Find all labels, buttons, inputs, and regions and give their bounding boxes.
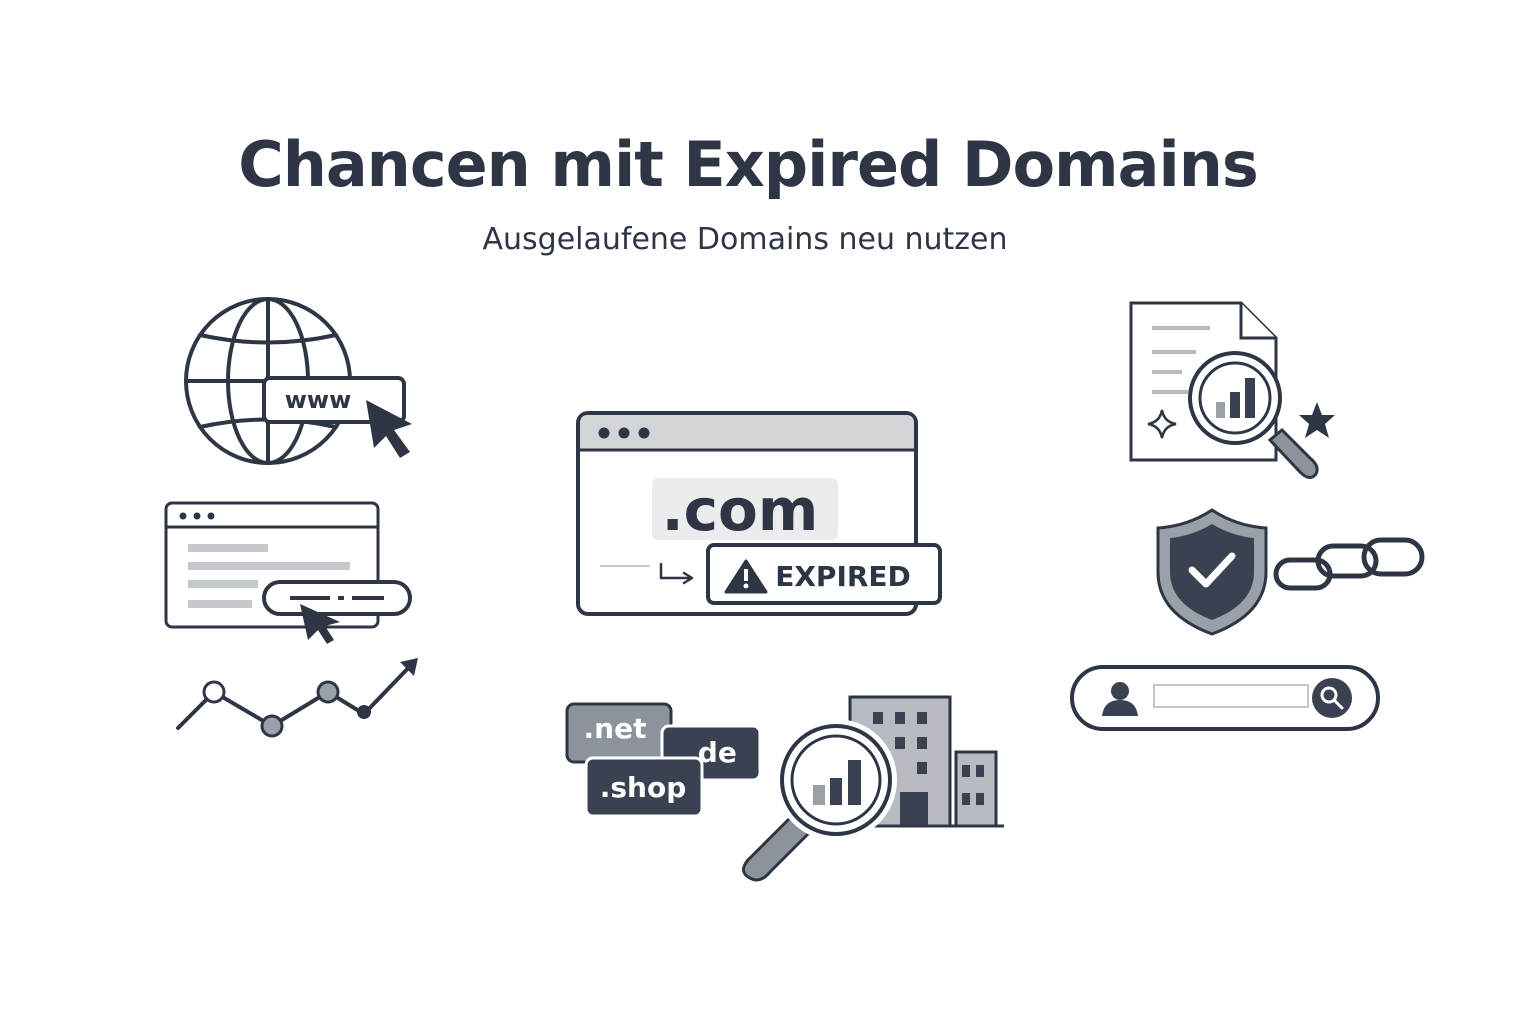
chain-link-icon xyxy=(1273,537,1425,591)
expired-badge: EXPIRED xyxy=(775,560,911,593)
star-icon xyxy=(1299,402,1335,438)
tld-tag-shop: .shop xyxy=(600,771,687,804)
page-subtitle: Ausgelaufene Domains neu nutzen xyxy=(482,222,1008,257)
url-text: www xyxy=(285,386,352,414)
tld-tags: .net .de .shop xyxy=(565,702,762,818)
domain-text: .com xyxy=(662,476,819,544)
browser-window-icon xyxy=(164,501,412,644)
magnifier-chart-icon xyxy=(742,719,897,882)
cursor-icon xyxy=(366,400,412,458)
page-title: Chancen mit Expired Domains xyxy=(238,128,1259,201)
search-bar-icon xyxy=(1070,665,1380,731)
expired-domain-browser: .com EXPIRED xyxy=(576,411,942,616)
document-analysis-icon xyxy=(1129,301,1335,479)
tld-tag-net: .net xyxy=(584,712,647,745)
trend-chart-icon xyxy=(176,658,418,738)
shield-check-icon xyxy=(1156,508,1268,636)
